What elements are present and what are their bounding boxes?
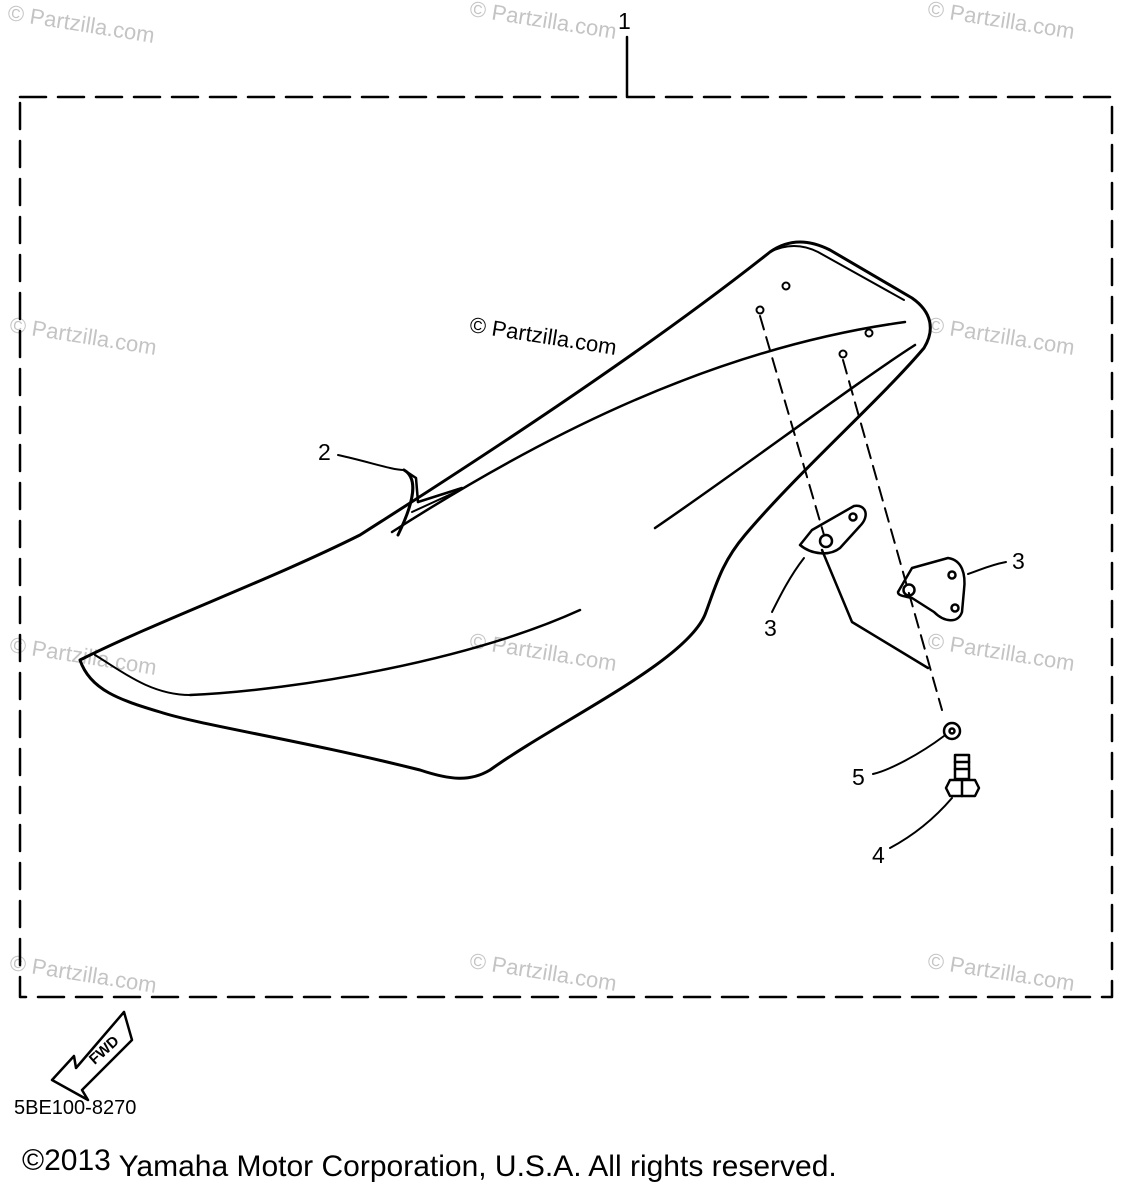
copyright-year: ©2013 [22,1144,111,1177]
callout-1: 1 [618,8,631,34]
callout-3-left: 3 [764,615,777,641]
kit-boundary [18,95,1114,999]
fwd-arrow-icon [50,1010,134,1102]
callout-2: 2 [318,439,331,465]
bracket-link [820,548,930,670]
alignment-lines [759,315,943,711]
seat [78,240,932,780]
callout-4: 4 [872,842,885,868]
bolt [944,753,981,798]
seat-holes [755,281,874,359]
copyright-text: Yamaha Motor Corporation, U.S.A. All rig… [110,1150,837,1183]
bracket-left [798,504,867,555]
leaders [337,454,1007,849]
washer [942,721,962,741]
fwd-label: FWD [86,1033,123,1069]
part-code: 5BE100-8270 [14,1097,137,1119]
seat-strap [396,468,415,537]
copyright-notice: ©2013 Yamaha Motor Corporation, U.S.A. A… [22,1144,837,1184]
callout-5: 5 [852,764,865,790]
callout-3-right: 3 [1012,548,1025,574]
bracket-right [896,556,966,622]
